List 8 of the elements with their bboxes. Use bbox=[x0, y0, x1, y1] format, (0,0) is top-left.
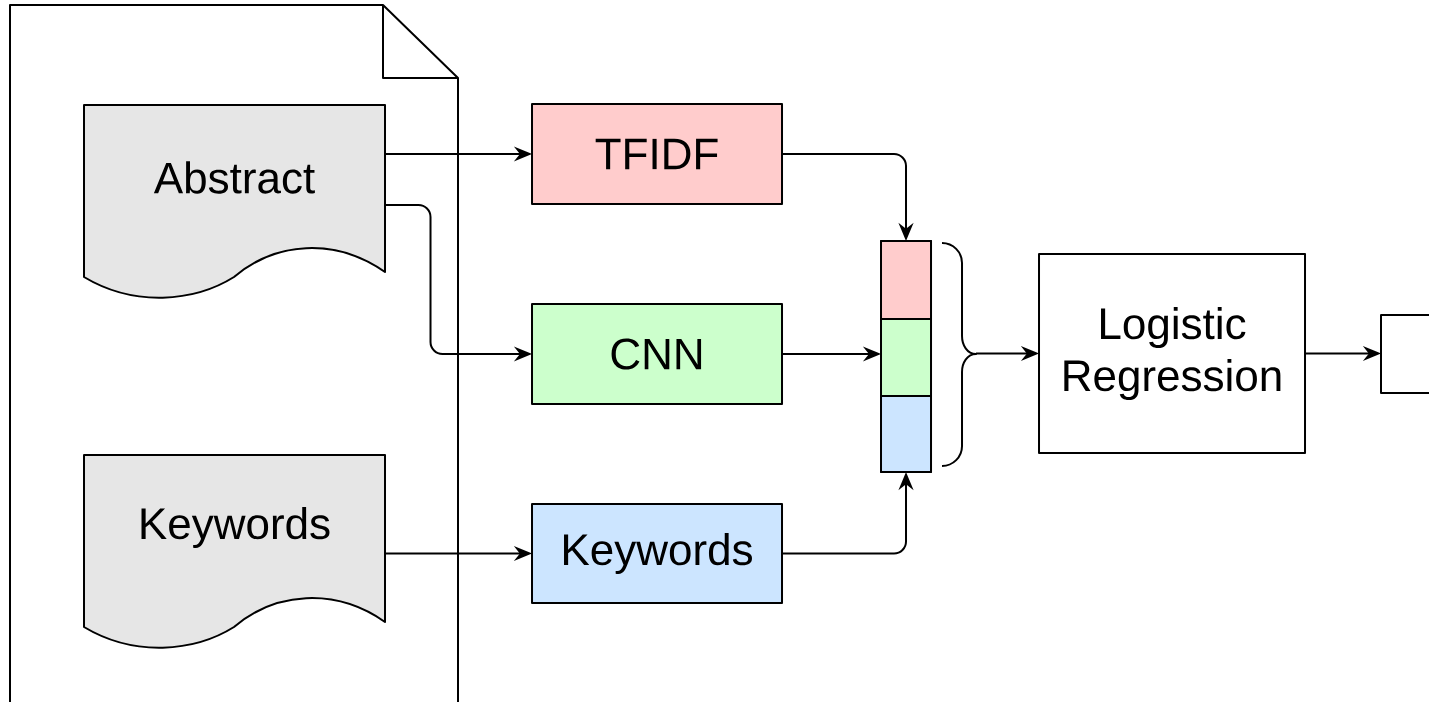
process-box: Keywords bbox=[531, 503, 783, 604]
vector-segment bbox=[880, 240, 932, 320]
output-box bbox=[1380, 314, 1429, 394]
process-box: CNN bbox=[531, 303, 783, 405]
vector-segment bbox=[880, 395, 932, 473]
vector-segment bbox=[880, 318, 932, 397]
process-box: Logistic Regression bbox=[1038, 253, 1306, 454]
process-box: TFIDF bbox=[531, 103, 783, 205]
